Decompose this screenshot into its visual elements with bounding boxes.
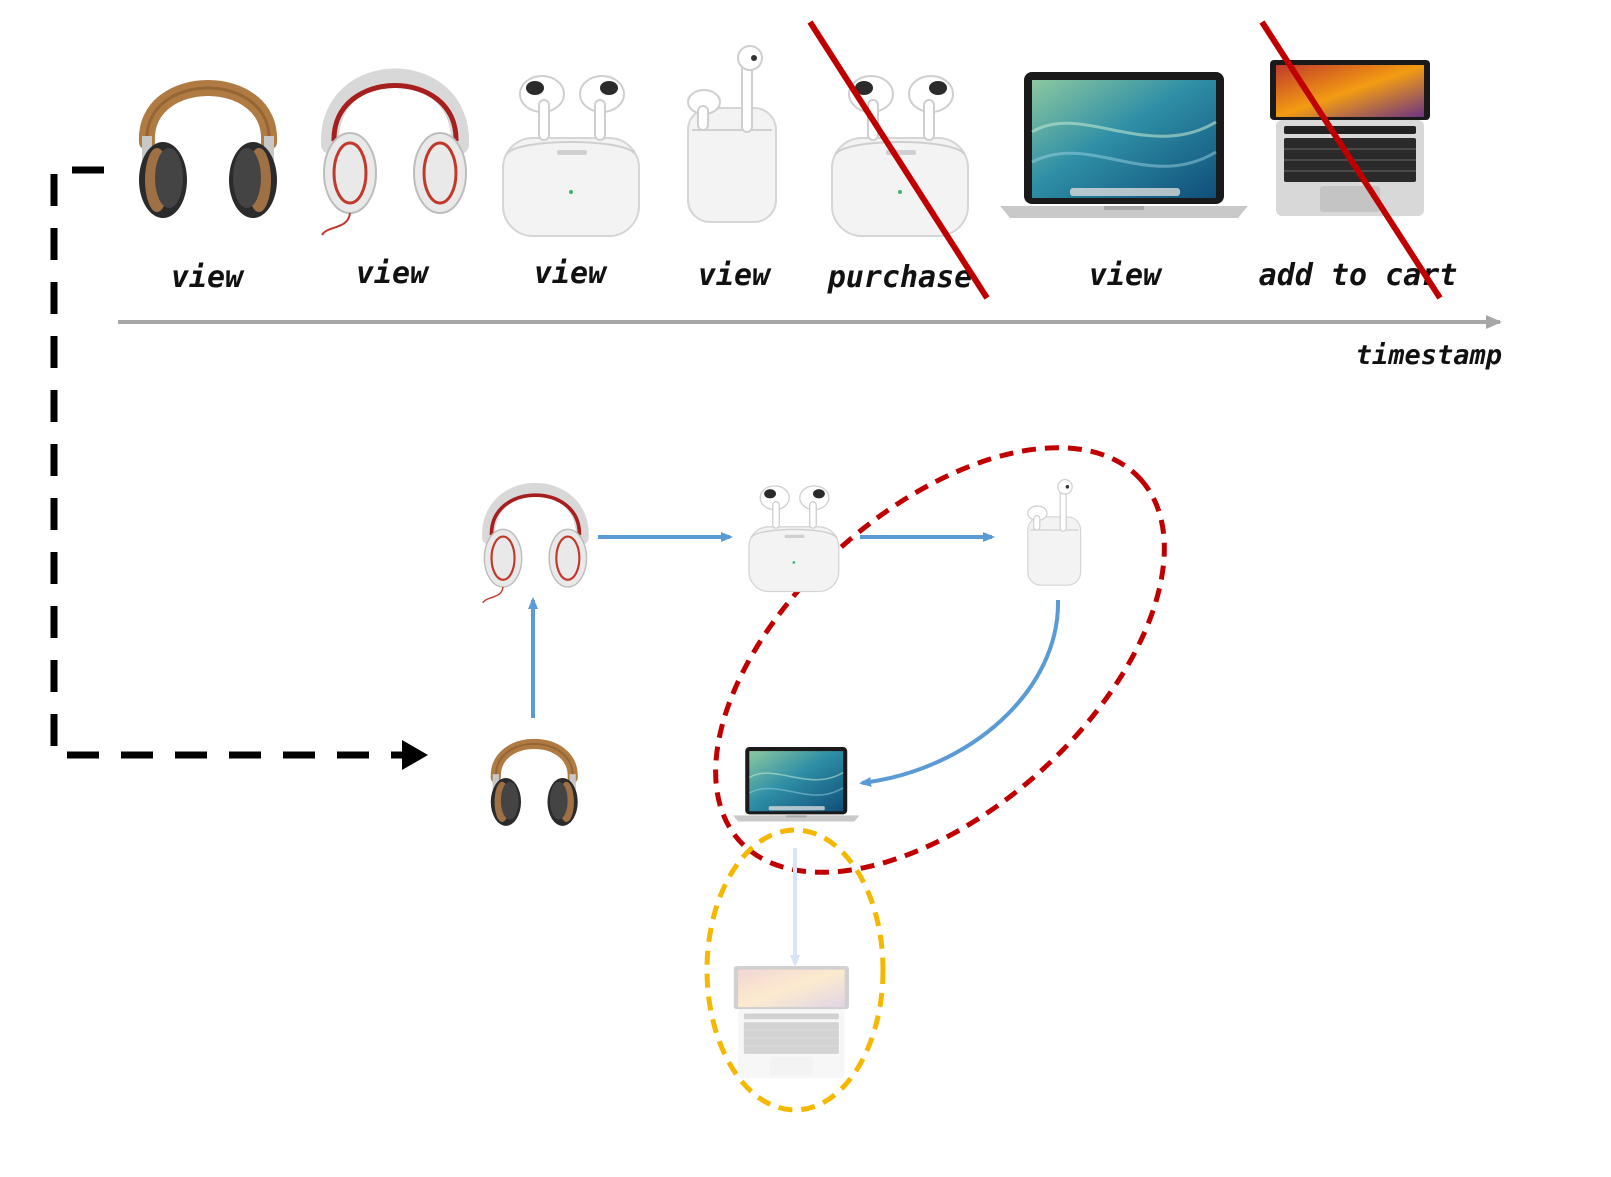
action-label: purchase [827,260,973,295]
node-brown-headphones [491,744,578,826]
strike-purchase [807,20,990,300]
airpods-pro-purchase-image [831,75,969,237]
node-airpods [1027,479,1082,586]
action-label: view [1089,258,1163,293]
macbook-image [998,70,1250,220]
action-label: view [171,260,245,295]
node-airpods-pro [748,485,840,593]
flow-arrow-line [50,166,410,759]
node-macbook-touchbar-faded [733,965,850,1079]
white-red-headphones-image [322,78,466,236]
brown-headphones-image [139,88,277,218]
action-label: view [534,256,608,291]
red-dashed-ellipse [713,445,1167,875]
strike-add-to-cart [1259,20,1443,300]
node-macbook [732,746,861,823]
node-white-red-headphones [483,489,587,602]
macbook-touchbar-image [1269,59,1431,217]
timeline-items [139,45,1431,237]
action-label: view [698,258,772,293]
timestamp-label: timestamp [1356,340,1502,371]
flow-arrow-head [402,740,428,770]
edge-airpods-to-macbook [859,599,1061,787]
yellow-dashed-ellipse [704,827,886,1113]
airpods-pro-image [502,75,640,237]
airpods-image [687,45,777,223]
action-label: view [356,256,430,291]
